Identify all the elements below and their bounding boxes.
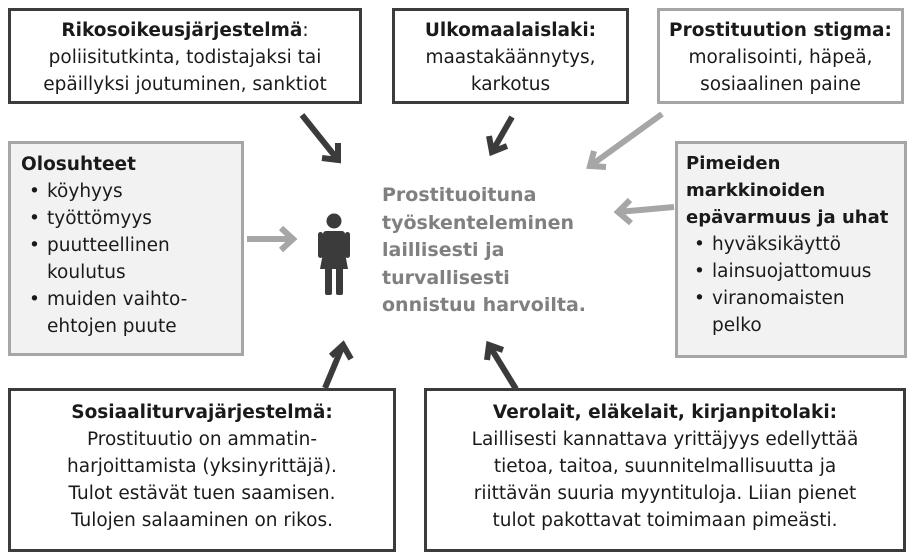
criminal-justice-title: Rikosoikeusjärjestelmä <box>61 20 303 41</box>
arrow-stigma <box>588 111 664 169</box>
criminal-justice-line-2: epäillyksi joutuminen, sanktiot <box>43 74 327 95</box>
arrow-criminal <box>299 113 341 162</box>
black-market-title-1: Pimeiden <box>686 153 781 174</box>
tax-laws-line-3: riittävän suuria myyntituloja. Liian pie… <box>473 483 857 504</box>
stigma-line-1: moralisointi, häpeä, <box>688 47 873 68</box>
center-statement: Prostituoituna työskenteleminen laillise… <box>382 182 622 320</box>
conditions-title: Olosuhteet <box>21 154 136 175</box>
arrow-criminal-head <box>321 143 341 164</box>
conditions-item: •köyhyys <box>29 181 123 202</box>
alien-act-title: Ulkomaalaislaki: <box>424 20 597 41</box>
tax-laws-line-4: tulot pakottavat toimimaan pimeästi. <box>492 510 838 531</box>
conditions-item: •työttömyys <box>29 208 152 229</box>
alien-act-line-2: karkotus <box>470 74 551 95</box>
arrow-stigma-head <box>586 150 607 170</box>
tax-laws-title: Verolait, eläkelait, kirjanpitolaki: <box>492 402 838 423</box>
arrow-tax <box>486 343 519 391</box>
center-line-5: onnistuu harvoilta. <box>382 294 586 316</box>
black-market-title-2: markkinoiden <box>686 180 826 201</box>
arrow-black-market <box>617 204 675 215</box>
social-security-box: Sosiaaliturvajärjestelmä: Prostituutio o… <box>8 388 396 552</box>
center-line-4: turvallisesti <box>382 266 510 289</box>
conditions-box: Olosuhteet •köyhyys •työttömyys •puuttee… <box>8 141 244 356</box>
arrow-black-market-head <box>613 197 633 226</box>
arrow-alien-head <box>486 135 509 157</box>
alien-act-line-1: maastakäännytys, <box>425 47 596 68</box>
black-market-list: •hyväksikäyttö •lainsuojattomuus •virano… <box>686 231 904 339</box>
tax-laws-line-2: tietoa, taitoa, suunnitelmallisuutta ja <box>493 456 837 477</box>
tax-laws-box: Verolait, eläkelait, kirjanpitolaki: Lai… <box>424 388 906 552</box>
arrow-social <box>322 343 346 390</box>
social-security-line-1: Prostituutio on ammatin- <box>86 429 318 450</box>
alien-act-box: Ulkomaalaislaki: maastakäännytys, karkot… <box>392 8 629 104</box>
center-line-2: työskenteleminen <box>382 211 574 234</box>
social-security-line-4: Tulojen salaaminen on rikos. <box>70 510 334 531</box>
tax-laws-line-1: Laillisesti kannattava yrittäjyys edelly… <box>471 429 859 450</box>
stigma-box: Prostituution stigma: moralisointi, häpe… <box>657 8 904 104</box>
black-market-box: Pimeiden markkinoiden epävarmuus ja uhat… <box>675 141 907 358</box>
social-security-title: Sosiaaliturvajärjestelmä: <box>71 402 333 423</box>
arrow-tax-head <box>484 340 505 361</box>
center-line-1: Prostituoituna <box>382 184 537 206</box>
center-line-3: laillisesti ja <box>382 239 505 261</box>
criminal-justice-line-1: poliisitutkinta, todistajaksi tai <box>48 47 322 68</box>
black-market-title-3: epävarmuus ja uhat <box>686 207 889 228</box>
black-market-item: •lainsuojattomuus <box>694 261 872 282</box>
social-security-line-2: harjoittamista (yksinyrittäjä). <box>67 456 337 477</box>
criminal-justice-colon: : <box>302 20 309 41</box>
arrow-social-head <box>328 340 354 361</box>
arrow-conditions-head <box>278 225 298 253</box>
criminal-justice-box: Rikosoikeusjärjestelmä: poliisitutkinta,… <box>8 8 362 104</box>
woman-icon <box>318 213 350 295</box>
black-market-item: •hyväksikäyttö <box>694 234 841 255</box>
stigma-line-2: sosiaalinen paine <box>700 74 861 95</box>
arrow-alien <box>489 115 515 154</box>
stigma-title: Prostituution stigma: <box>669 20 892 41</box>
social-security-line-3: Tulot estävät tuen saamisen. <box>68 483 336 504</box>
conditions-item: •muiden vaihto-ehtojen puute <box>29 289 188 337</box>
